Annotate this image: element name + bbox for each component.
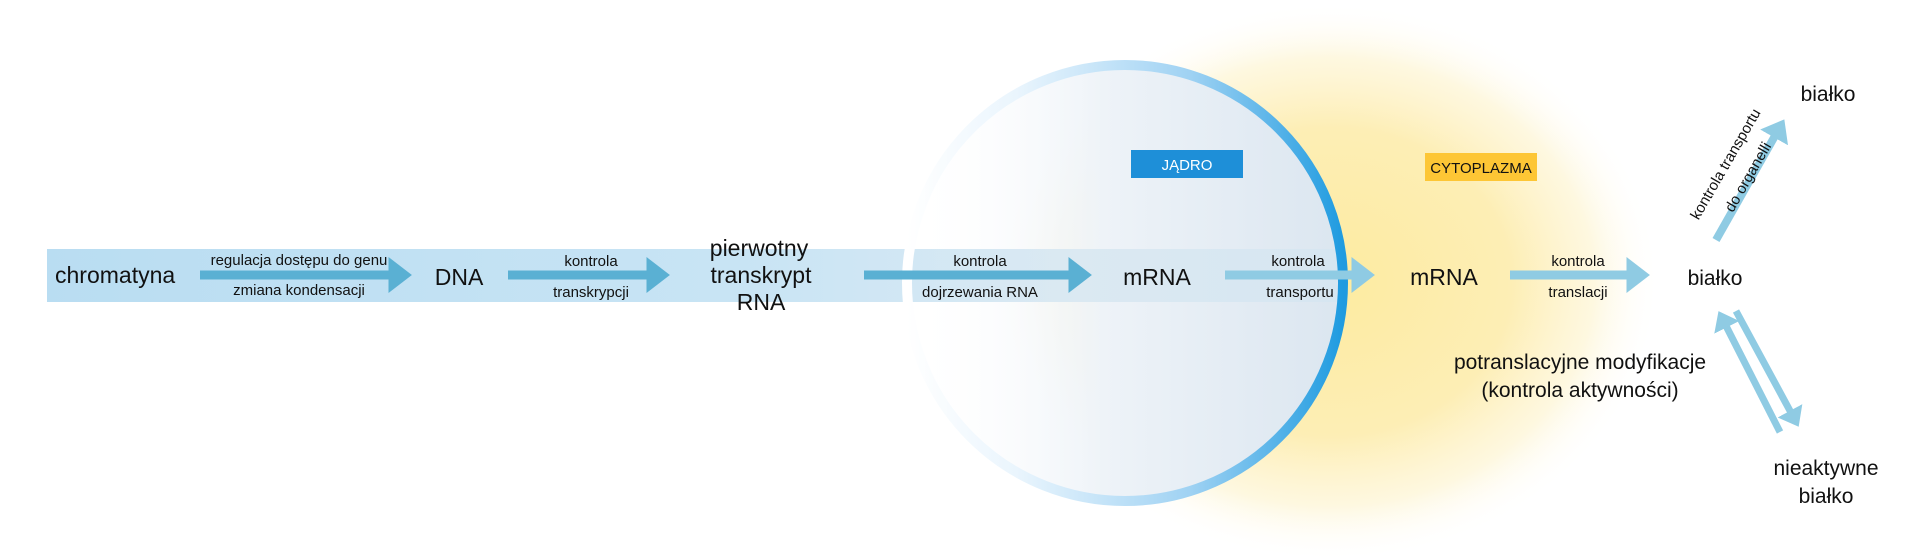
node-mrna-cytoplasm: mRNA [1410,264,1478,290]
step-maturation-bottom: dojrzewania RNA [922,284,1038,301]
step-transport-top: kontrola [1271,253,1325,270]
arrow-activation [1714,311,1784,434]
node-inactive-protein-1: nieaktywne [1773,457,1878,480]
node-mrna-nucleus: mRNA [1123,264,1191,290]
step-ptm-1: potranslacyjne modyfikacje [1454,351,1706,374]
cytoplasm-badge [1425,153,1537,181]
node-primary-transcript-3: RNA [737,289,786,315]
cytoplasm-label: CYTOPLAZMA [1430,160,1531,177]
node-chromatyna: chromatyna [55,262,175,288]
node-protein-target: białko [1801,83,1856,106]
nucleus-label: JĄDRO [1162,157,1213,174]
node-dna: DNA [435,264,484,290]
step-access-top: regulacja dostępu do genu [211,252,388,269]
step-ptm-2: (kontrola aktywności) [1481,379,1678,402]
step-transcription-top: kontrola [564,253,618,270]
node-inactive-protein-2: białko [1799,485,1854,508]
step-access-bottom: zmiana kondensacji [233,282,365,299]
arrow-inactivation [1732,309,1803,427]
step-transport-bottom: transportu [1266,284,1334,301]
step-translation-bottom: translacji [1548,284,1607,301]
node-protein: białko [1688,267,1743,290]
nucleus-membrane [902,60,1348,506]
arrow-organelle-transport [1712,119,1789,242]
node-primary-transcript-2: transkrypt [711,262,813,288]
step-transcription-bottom: transkrypcji [553,284,629,301]
nucleus-badge [1131,150,1243,178]
step-translation-top: kontrola [1551,253,1605,270]
step-maturation-top: kontrola [953,253,1007,270]
node-primary-transcript-1: pierwotny [710,235,809,261]
